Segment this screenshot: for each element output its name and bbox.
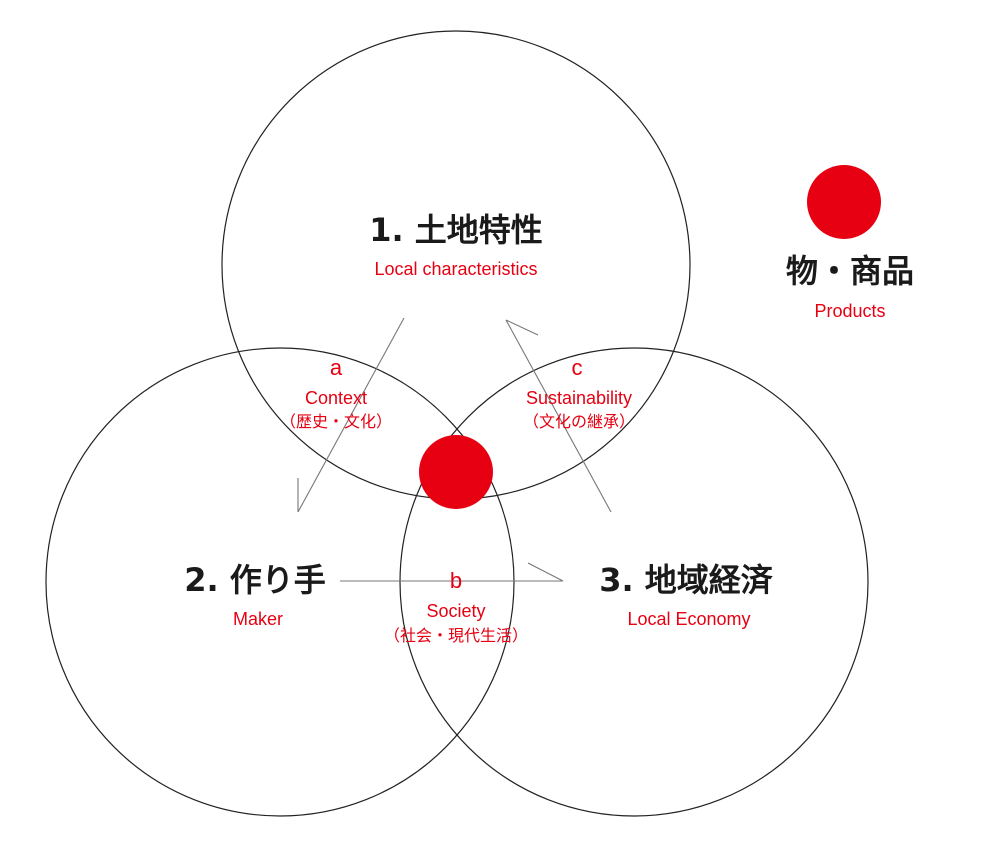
circle3-subtitle: Local Economy bbox=[627, 609, 751, 629]
circle-local-economy bbox=[399, 347, 869, 817]
circle-maker bbox=[45, 347, 515, 817]
circle1-subtitle: Local characteristics bbox=[374, 259, 538, 279]
arrow-economy-to-characteristics bbox=[505, 319, 612, 513]
overlap-c-jp: （文化の継承） bbox=[522, 412, 636, 431]
overlap-a-jp: （歴史・文化） bbox=[279, 412, 393, 431]
overlap-a-letter: a bbox=[329, 355, 343, 380]
arrow-maker-to-economy bbox=[340, 562, 564, 582]
circle1-title: 1. 土地特性 bbox=[369, 211, 543, 249]
overlap-c-letter: c bbox=[571, 355, 583, 380]
legend-subtitle: Products bbox=[814, 301, 886, 321]
product-dot-center bbox=[419, 435, 493, 509]
circle2-subtitle: Maker bbox=[232, 609, 284, 629]
circle3-title: 3. 地域経済 bbox=[599, 561, 773, 599]
overlap-b-label: Society bbox=[426, 601, 486, 621]
arrow-characteristics-to-maker bbox=[297, 317, 405, 513]
overlap-b-jp: （社会・現代生活） bbox=[383, 626, 529, 645]
circle2-title: 2. 作り手 bbox=[184, 561, 326, 599]
overlap-b-letter: b bbox=[449, 568, 463, 593]
overlap-a-label: Context bbox=[304, 388, 368, 408]
overlap-c-label: Sustainability bbox=[525, 388, 633, 408]
legend-title: 物・商品 bbox=[785, 252, 915, 290]
product-dot-legend bbox=[807, 165, 881, 239]
